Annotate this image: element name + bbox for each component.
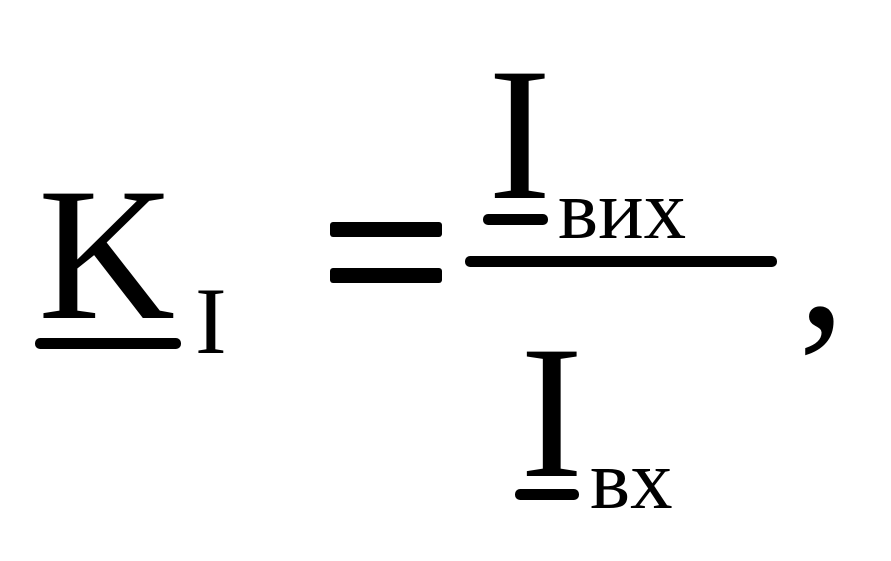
k-underline-bar bbox=[35, 338, 181, 349]
k-subscript: I bbox=[195, 268, 227, 374]
complex-k-symbol: K bbox=[38, 150, 176, 360]
denominator-subscript: вх bbox=[590, 433, 673, 527]
fraction-line bbox=[465, 256, 777, 267]
numerator-subscript: вих bbox=[558, 163, 687, 257]
numerator-underline-bar bbox=[483, 214, 548, 225]
trailing-comma: , bbox=[798, 158, 846, 368]
denominator-current-symbol: I bbox=[520, 308, 584, 518]
numerator-current-symbol: I bbox=[488, 30, 552, 240]
equals-sign-top-bar bbox=[330, 222, 442, 237]
denominator-underline-bar bbox=[515, 489, 579, 500]
equals-sign-bottom-bar bbox=[330, 268, 442, 283]
